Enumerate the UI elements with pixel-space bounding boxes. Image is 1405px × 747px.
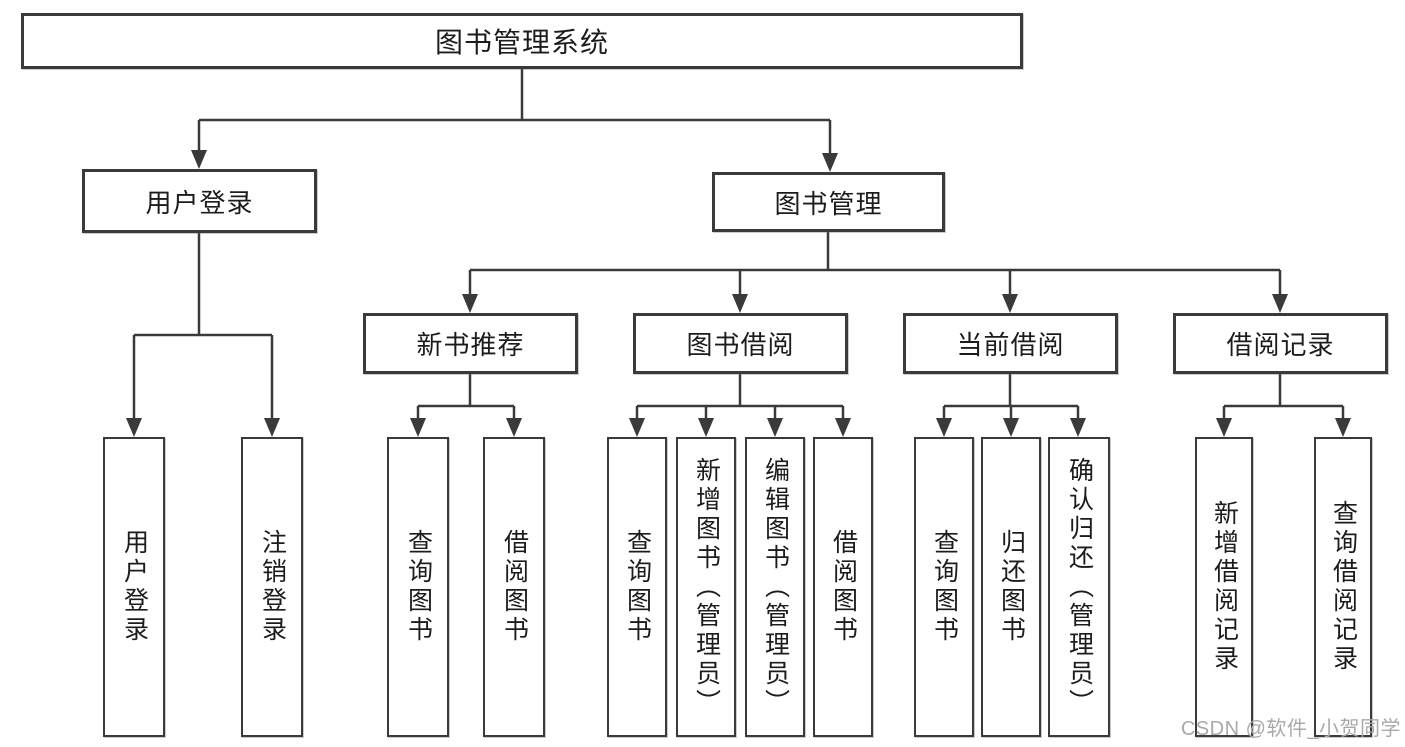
node-library-management-system-label: 图书管理系统	[434, 27, 609, 58]
leaf-borrow-books-recommend-label: 借阅图书	[500, 529, 529, 645]
leaf-borrow-books-recommend: 借阅图书	[483, 437, 545, 737]
node-book-borrowing: 图书借阅	[633, 313, 848, 374]
node-book-borrowing-label: 图书借阅	[686, 330, 795, 360]
leaf-logout-label: 注销登录	[258, 529, 287, 645]
leaf-confirm-return-admin: 确认归还（管理员）	[1048, 437, 1110, 737]
node-borrowing-records-label: 借阅记录	[1226, 330, 1335, 360]
node-library-management-system: 图书管理系统	[21, 13, 1023, 69]
node-user-login-label: 用户登录	[145, 187, 254, 218]
node-new-book-recommendation: 新书推荐	[363, 313, 578, 374]
leaf-edit-books-admin: 编辑图书（管理员）	[745, 437, 805, 737]
leaf-return-books: 归还图书	[981, 437, 1041, 737]
leaf-query-borrow-record-label: 查询借阅记录	[1329, 500, 1358, 674]
node-user-login: 用户登录	[82, 169, 317, 233]
node-borrowing-records: 借阅记录	[1173, 313, 1388, 374]
leaf-query-books-borrow: 查询图书	[607, 437, 667, 737]
csdn-watermark: CSDN @软件_小贺同学	[1180, 718, 1401, 740]
leaf-borrow-books-label: 借阅图书	[829, 529, 858, 645]
leaf-add-borrow-record-label: 新增借阅记录	[1210, 500, 1239, 674]
leaf-query-borrow-record: 查询借阅记录	[1314, 437, 1372, 737]
node-current-borrowing: 当前借阅	[903, 313, 1118, 374]
connector-lines	[132, 69, 1345, 420]
leaf-return-books-label: 归还图书	[997, 529, 1026, 645]
node-new-book-recommendation-label: 新书推荐	[416, 330, 525, 360]
node-book-management: 图书管理	[712, 172, 945, 232]
leaf-add-books-admin-label: 新增图书（管理员）	[692, 456, 721, 718]
leaf-add-books-admin: 新增图书（管理员）	[676, 437, 736, 737]
leaf-query-books-current-label: 查询图书	[930, 529, 959, 645]
node-current-borrowing-label: 当前借阅	[956, 330, 1065, 360]
leaf-borrow-books: 借阅图书	[813, 437, 873, 737]
leaf-query-books-current: 查询图书	[914, 437, 974, 737]
leaf-query-books-borrow-label: 查询图书	[623, 529, 652, 645]
node-book-management-label: 图书管理	[774, 188, 883, 219]
leaf-user-login-label: 用户登录	[120, 529, 149, 645]
leaf-confirm-return-admin-label: 确认归还（管理员）	[1065, 456, 1094, 718]
leaf-logout: 注销登录	[241, 437, 303, 737]
leaf-user-login: 用户登录	[103, 437, 165, 737]
leaf-add-borrow-record: 新增借阅记录	[1195, 437, 1253, 737]
leaf-edit-books-admin-label: 编辑图书（管理员）	[761, 456, 790, 718]
leaf-query-books-recommend-label: 查询图书	[404, 529, 433, 645]
leaf-query-books-recommend: 查询图书	[387, 437, 449, 737]
